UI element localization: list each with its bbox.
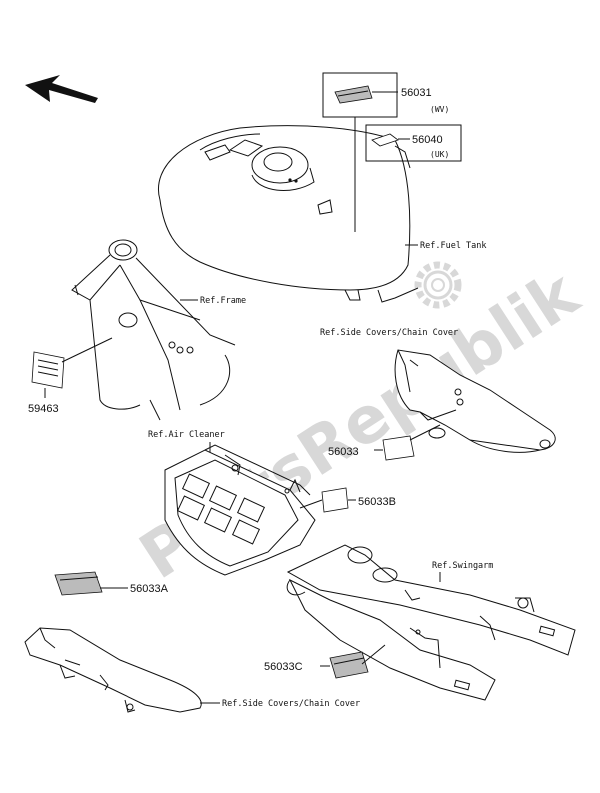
ref-side-covers-bottom: Ref.Side Covers/Chain Cover [222, 699, 360, 709]
air-cleaner-drawing [164, 444, 316, 576]
part-number-56031: 56031 [401, 87, 432, 99]
ref-side-covers-top: Ref.Side Covers/Chain Cover [320, 328, 458, 338]
direction-arrow-icon [25, 75, 98, 103]
swingarm-drawing [286, 544, 576, 701]
fuel-tank-drawing [158, 125, 419, 303]
part-number-56033A: 56033A [130, 583, 169, 595]
label-56033B-drawing [299, 487, 356, 513]
label-56033C-drawing [320, 644, 386, 679]
variant-wv: (WV) [430, 105, 449, 114]
frame-drawing [71, 239, 236, 421]
label-56040-drawing [365, 124, 462, 162]
part-number-59463: 59463 [28, 403, 59, 415]
ref-swingarm: Ref.Swingarm [432, 561, 493, 571]
part-number-56033: 56033 [328, 446, 359, 458]
label-56033-drawing [374, 424, 441, 461]
label-56033A-drawing [54, 571, 128, 596]
variant-uk: (UK) [430, 150, 449, 159]
ref-air-cleaner: Ref.Air Cleaner [148, 430, 225, 440]
label-59463-drawing [31, 337, 113, 398]
gear-icon [414, 261, 462, 309]
chain-cover-drawing [24, 627, 202, 713]
label-56031-drawing [322, 72, 398, 232]
ref-frame: Ref.Frame [200, 296, 246, 306]
part-number-56040: 56040 [412, 134, 443, 146]
part-number-56033B: 56033B [358, 496, 396, 508]
ref-fuel-tank: Ref.Fuel Tank [420, 241, 487, 251]
side-cover-drawing [394, 349, 556, 453]
part-number-56033C: 56033C [264, 661, 303, 673]
